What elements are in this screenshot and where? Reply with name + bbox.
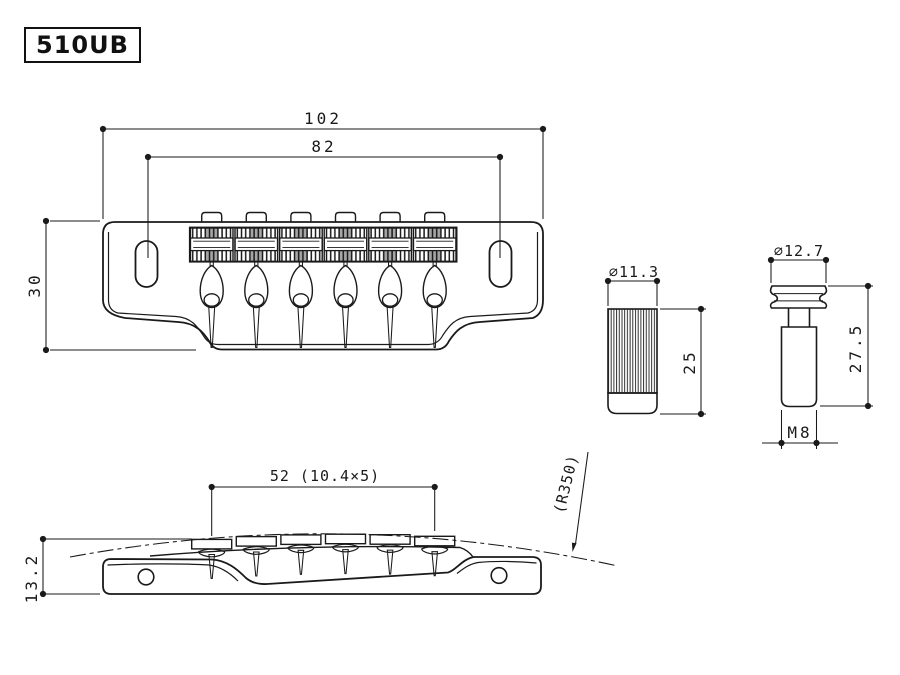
stud-dimensions: ⌀12.7 27.5 M8 [762,242,873,449]
dim-bushing-length: 25 [680,349,699,374]
bushing-view: ⌀11.3 25 [604,263,706,418]
saddle-row [188,211,458,349]
dim-stud-thread: M8 [787,423,812,442]
radius-centerline [69,533,619,567]
side-view: 52 (10.4×5) 13.2 (R350) [22,451,619,604]
screw-hole-right [490,566,508,585]
bushing-dimensions: ⌀11.3 25 [604,263,706,418]
dim-overall-width: 102 [304,109,342,128]
dim-overall-depth: 30 [25,272,44,297]
part-number-label: 510UB [24,27,141,63]
dim-stud-length: 27.5 [846,323,865,374]
top-view-dimensions: 102 82 30 [25,109,547,354]
leader-arrowhead [571,542,577,552]
dim-bushing-diameter: ⌀11.3 [609,263,659,281]
dim-hole-spacing: 82 [311,137,336,156]
dim-saddle-radius: (R350) [550,452,582,515]
mount-slot-left [134,240,159,288]
stud-view: ⌀12.7 27.5 M8 [762,242,873,449]
dim-string-spacing: 52 (10.4×5) [270,467,380,485]
dim-body-height: 13.2 [22,553,41,604]
top-view: 102 82 30 [25,109,547,354]
screw-hole-left [137,568,155,586]
dim-stud-diameter: ⌀12.7 [774,242,824,260]
